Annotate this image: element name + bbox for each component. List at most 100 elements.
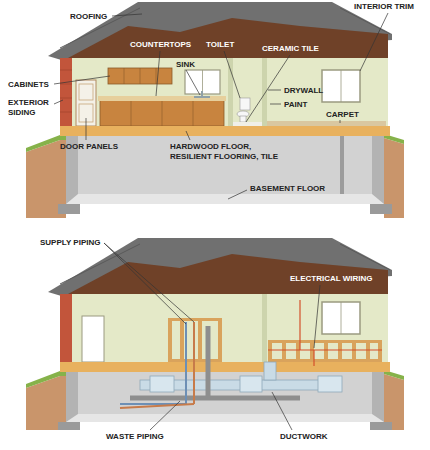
roof [341, 302, 342, 334]
main-floor [201, 91, 203, 96]
part-label: DOOR PANELS [60, 142, 118, 152]
piping [193, 322, 195, 404]
main-floor [60, 58, 388, 128]
basement [58, 136, 392, 214]
part-label: SUPPLY PIPING [40, 238, 100, 248]
basement [66, 414, 384, 422]
roof [48, 238, 392, 372]
part-label: EXTERIOR SIDING [8, 98, 56, 118]
main-floor [60, 98, 72, 99]
leader-line [112, 14, 142, 16]
basement [58, 422, 80, 430]
roof [60, 294, 72, 364]
floor-slab [267, 121, 386, 126]
part-label: PAINT [284, 100, 307, 110]
ductwork [240, 376, 262, 392]
stud-framing [168, 318, 172, 362]
piping [206, 326, 211, 398]
stud-framing [218, 318, 222, 362]
roof [60, 294, 388, 364]
floor-slab [60, 121, 390, 136]
ductwork [318, 376, 342, 392]
main-floor [108, 68, 172, 84]
main-floor [194, 96, 210, 98]
basement [370, 204, 392, 214]
leader-line [272, 392, 292, 430]
wiring [268, 349, 382, 350]
part-label: SINK [176, 60, 195, 70]
piping [120, 322, 300, 408]
basement [78, 372, 372, 414]
leader-line [54, 13, 388, 430]
main-floor [140, 68, 141, 84]
wiring [313, 350, 314, 366]
main-floor [341, 70, 342, 102]
ground [26, 371, 66, 388]
piping [185, 322, 187, 404]
part-label: BASEMENT FLOOR [250, 184, 325, 194]
stud-framing [352, 340, 356, 362]
ground [26, 370, 404, 430]
main-floor [240, 116, 246, 122]
main-floor [60, 58, 388, 128]
roof [82, 316, 104, 362]
part-label: ROOFING [70, 12, 107, 22]
part-label: WASTE PIPING [106, 432, 164, 442]
main-floor [79, 84, 93, 100]
leader-line [54, 76, 110, 84]
stud-framing [180, 318, 184, 362]
leader-line [186, 70, 200, 95]
main-floor [60, 84, 72, 85]
roof [262, 294, 267, 364]
stud-framing [324, 340, 328, 362]
basement [66, 194, 384, 204]
leader-line [268, 90, 281, 91]
floor-slab [233, 122, 262, 126]
ductwork [140, 362, 342, 392]
main-floor [228, 58, 233, 128]
basement [78, 136, 372, 194]
basement [370, 422, 392, 430]
wiring [299, 300, 300, 350]
part-label: ELECTRICAL WIRING [290, 274, 373, 284]
stud-framing [168, 318, 222, 321]
main-floor [193, 100, 194, 126]
leader-line [360, 13, 388, 71]
stud-framing [338, 340, 342, 362]
main-floor [162, 100, 163, 126]
roof [68, 254, 388, 294]
basement [58, 204, 80, 214]
main-floor [124, 68, 125, 84]
part-label: DRYWALL [284, 86, 323, 96]
roof [322, 302, 360, 334]
leader-line [246, 55, 290, 122]
part-label: TOILET [206, 40, 234, 50]
main-floor [131, 100, 132, 126]
part-label: COUNTERTOPS [130, 40, 191, 50]
leader-line [224, 51, 240, 98]
ground [384, 374, 404, 430]
main-floor [60, 70, 72, 71]
part-label: HARDWOOD FLOOR, RESILIENT FLOORING, TILE [170, 142, 282, 162]
part-label: CABINETS [8, 80, 49, 90]
part-label: CERAMIC TILE [262, 44, 319, 54]
part-label: INTERIOR TRIM [354, 2, 414, 12]
leader-line [150, 401, 180, 430]
leader-line [314, 285, 320, 348]
leader-line [54, 100, 63, 104]
stud-framing [378, 340, 382, 362]
wiring [268, 300, 382, 366]
roof [340, 8, 390, 34]
roof [340, 244, 390, 270]
leader-line [186, 131, 190, 140]
main-floor [60, 58, 72, 128]
basement [66, 372, 384, 422]
stud-framing [366, 340, 370, 362]
basement [58, 372, 392, 430]
ground [26, 134, 404, 218]
part-label: CARPET [326, 110, 359, 120]
roof [68, 18, 388, 58]
main-floor [185, 70, 220, 94]
